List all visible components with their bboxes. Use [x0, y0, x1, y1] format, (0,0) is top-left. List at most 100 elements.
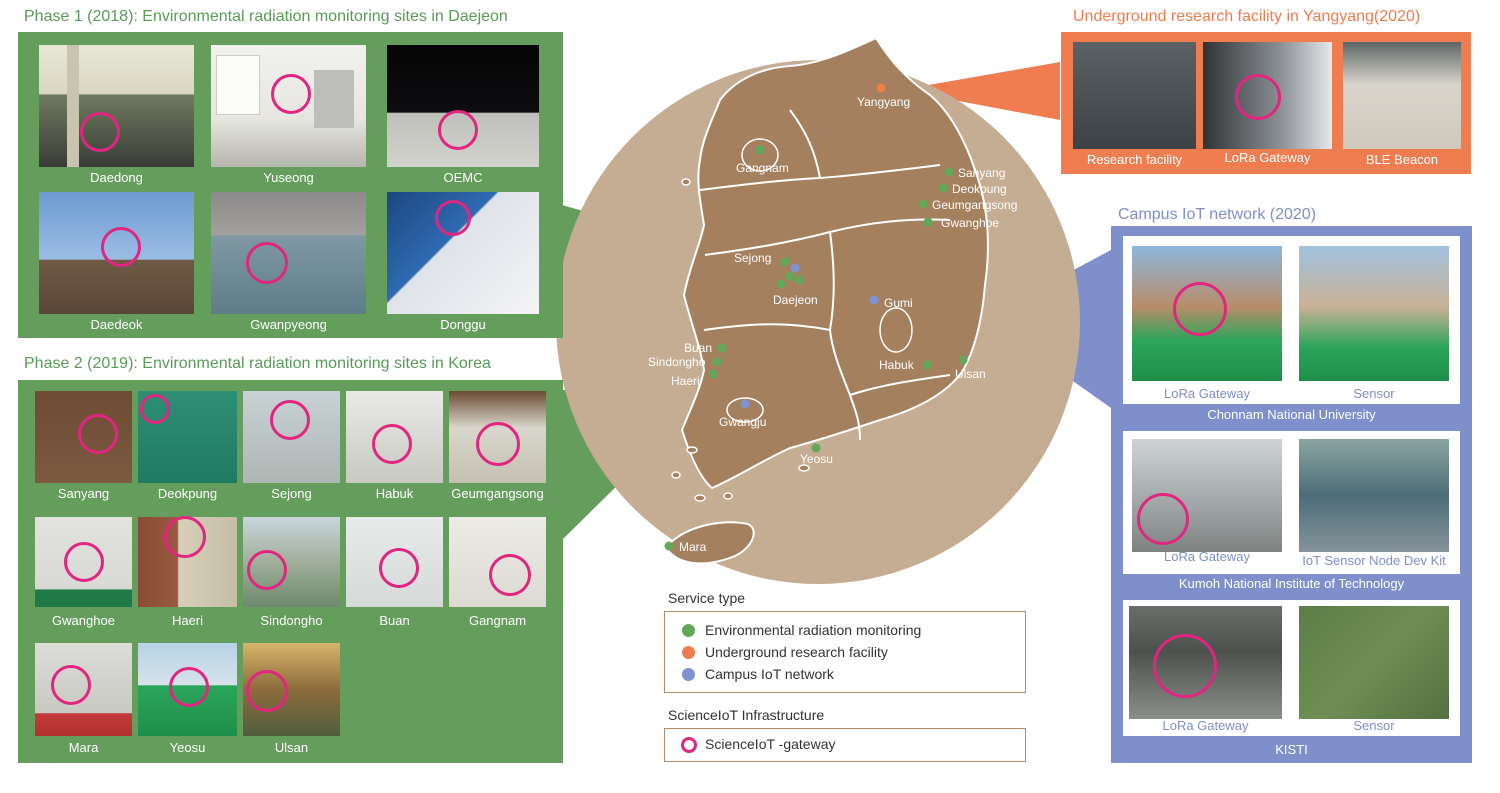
gateway-ring-gwanghoe	[64, 542, 104, 582]
institution-chonnam: Chonnam National University	[1207, 407, 1376, 422]
gateway-ring-gwanpyeong	[246, 242, 288, 284]
map-label-buan: Buan	[684, 341, 712, 355]
dot-daejeon-1	[790, 263, 800, 273]
caption-sejong: Sejong	[271, 486, 312, 501]
caption-gwanpyeong: Gwanpyeong	[250, 317, 327, 332]
dot-yangyang	[876, 83, 886, 93]
phase1-title: Phase 1 (2018): Environmental radiation …	[24, 8, 508, 25]
dot-sanyang	[944, 167, 954, 177]
legend-infra-box: ScienceIoT -gateway	[664, 728, 1026, 762]
photo-ble-beacon	[1343, 42, 1461, 149]
phase2-title: Phase 2 (2019): Environmental radiation …	[24, 355, 491, 372]
gateway-ring-underground	[1235, 74, 1281, 120]
gateway-ring-deokpung	[140, 394, 170, 424]
dot-yeosu	[811, 443, 821, 453]
phase1-panel: Daedong Yuseong OEMC Daedeok Gwanpyeong …	[18, 32, 563, 338]
caption-kisti-gateway: LoRa Gateway	[1162, 718, 1249, 733]
orange-dot-icon	[682, 646, 695, 659]
gateway-ring-sindongho	[247, 550, 287, 590]
gateway-ring-gangnam	[489, 554, 531, 596]
map-label-sanyang: Sanyang	[958, 166, 1005, 180]
map-label-gangnam: Gangnam	[736, 161, 789, 175]
caption-buan: Buan	[379, 613, 410, 628]
caption-kumoh-devkit: IoT Sensor Node Dev Kit	[1302, 553, 1446, 568]
gateway-ring-daedeok	[101, 227, 141, 267]
map-label-deokpung: Deokpung	[952, 182, 1007, 196]
map-label-sindongho: Sindongho	[648, 355, 706, 369]
caption-yeosu: Yeosu	[169, 740, 206, 755]
jeju-island	[664, 521, 755, 565]
gateway-ring-ulsan	[246, 670, 288, 712]
gateway-ring-sanyang	[78, 414, 118, 454]
dot-gwangju	[740, 399, 750, 409]
dot-buan	[717, 343, 727, 353]
province-borders	[699, 109, 951, 441]
dot-deokpung	[938, 183, 948, 193]
map-label-gwanghoe: Gwanghoe	[941, 216, 999, 230]
map-label-habuk: Habuk	[879, 358, 915, 372]
photo-kisti-sensor	[1299, 606, 1449, 719]
pink-ring-icon	[681, 737, 697, 753]
map-labels: Yangyang Gangnam Sanyang Deokpung Geumga…	[648, 95, 1017, 554]
caption-yuseong: Yuseong	[263, 170, 314, 185]
photo-research-facility	[1073, 42, 1196, 149]
legend-item-gateway: ScienceIoT -gateway	[705, 736, 836, 752]
caption-daedeok: Daedeok	[90, 317, 143, 332]
caption-oemc: OEMC	[443, 170, 483, 185]
campus-title: Campus IoT network (2020)	[1118, 206, 1317, 223]
map-label-sejong: Sejong	[734, 251, 771, 265]
photo-daedong	[39, 45, 194, 167]
dot-gwanghoe	[923, 217, 933, 227]
green-dot-icon	[682, 624, 695, 637]
map-label-ulsan: Ulsan	[955, 367, 986, 381]
dot-mara	[664, 541, 674, 551]
dot-daejeon-3	[794, 275, 804, 285]
underground-pointer	[900, 62, 1060, 120]
dot-gumi	[869, 295, 879, 305]
gateway-ring-habuk	[372, 424, 412, 464]
caption-chonnam-sensor: Sensor	[1353, 386, 1395, 401]
gateway-ring-oemc	[438, 110, 478, 150]
map-label-mara: Mara	[679, 540, 707, 554]
campus-card-kumoh: LoRa Gateway IoT Sensor Node Dev Kit	[1123, 431, 1460, 574]
coastal-islands	[671, 138, 913, 502]
legend-service-box: Environmental radiation monitoring Under…	[664, 611, 1026, 693]
dot-ulsan	[958, 355, 968, 365]
dot-daejeon-4	[776, 279, 786, 289]
map-label-yangyang: Yangyang	[857, 95, 910, 109]
caption-sindongho: Sindongho	[260, 613, 323, 628]
gateway-ring-sejong	[270, 400, 310, 440]
legend-item-env: Environmental radiation monitoring	[705, 622, 922, 638]
gateway-ring-kisti	[1153, 634, 1217, 698]
dot-daejeon-2	[785, 271, 795, 281]
map-label-daejeon: Daejeon	[773, 293, 818, 307]
caption-habuk: Habuk	[375, 486, 414, 501]
campus-card-chonnam: LoRa Gateway Sensor	[1123, 236, 1460, 404]
caption-mara: Mara	[68, 740, 99, 755]
gateway-ring-daedong	[80, 112, 120, 152]
legend-infra-title: ScienceIoT Infrastructure	[668, 707, 825, 723]
photo-gwanpyeong	[211, 192, 366, 314]
blue-dot-icon	[682, 668, 695, 681]
caption-kumoh-gateway: LoRa Gateway	[1164, 549, 1250, 564]
legend-item-campus: Campus IoT network	[705, 666, 834, 682]
caption-gwanghoe: Gwanghoe	[52, 613, 115, 628]
caption-kisti-sensor: Sensor	[1353, 718, 1395, 733]
campus-card-kisti: LoRa Gateway Sensor	[1123, 600, 1460, 736]
phase2-panel: Sanyang Deokpung Sejong Habuk Geumgangso…	[18, 380, 563, 763]
caption-lora-gateway-underground: LoRa Gateway	[1224, 150, 1311, 165]
caption-ulsan: Ulsan	[274, 740, 309, 755]
campus-panel: LoRa Gateway Sensor Chonnam National Uni…	[1111, 226, 1472, 763]
legend-service-title: Service type	[668, 590, 746, 606]
dot-haeri	[708, 369, 718, 379]
dot-gangnam	[755, 145, 765, 155]
map-dots	[664, 83, 968, 551]
map-label-geumgangsong: Geumgangsong	[932, 198, 1017, 212]
caption-daedong: Daedong	[90, 170, 143, 185]
caption-chonnam-gateway: LoRa Gateway	[1164, 386, 1250, 401]
dot-sejong	[780, 257, 790, 267]
gateway-ring-kumoh	[1137, 493, 1189, 545]
legend-item-underground: Underground research facility	[705, 644, 888, 660]
gateway-ring-donggu	[435, 200, 471, 236]
